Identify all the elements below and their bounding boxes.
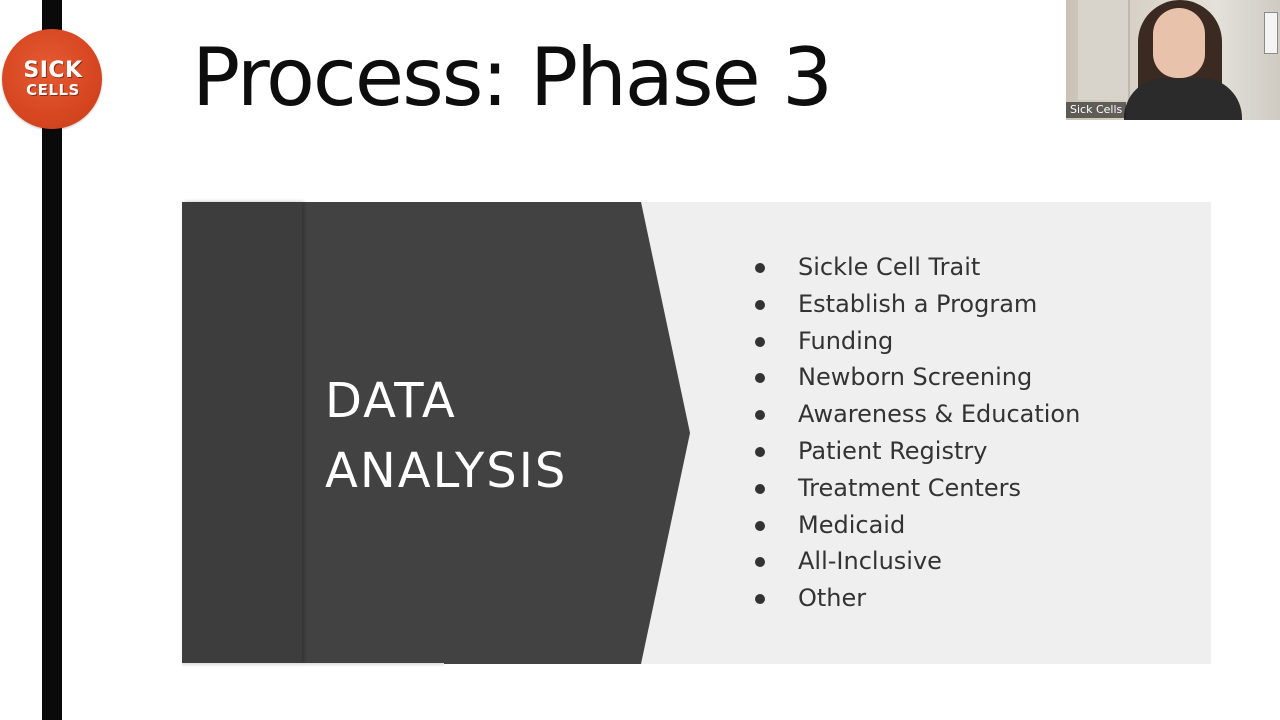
bullet-list: Sickle Cell Trait Establish a Program Fu… xyxy=(752,249,1080,617)
section-panel-edge xyxy=(182,202,302,664)
logo-line-1: SICK xyxy=(23,58,83,83)
section-heading-line-1: DATA xyxy=(325,373,457,429)
bullet-text: Awareness & Education xyxy=(798,400,1081,429)
video-background-door xyxy=(1078,0,1130,100)
participant-video-tile[interactable]: Sick Cells xyxy=(1066,0,1280,120)
bullet-item: Funding xyxy=(752,323,1080,360)
bullet-text: Establish a Program xyxy=(798,289,1038,318)
bullet-item: Awareness & Education xyxy=(752,396,1080,433)
participant-body xyxy=(1124,78,1242,120)
panel-shadow xyxy=(182,663,444,667)
bullet-item: All-Inclusive xyxy=(752,543,1080,580)
left-accent-bar xyxy=(42,0,62,720)
bullet-item: Other xyxy=(752,580,1080,617)
bullet-text: Sickle Cell Trait xyxy=(798,253,981,281)
bullet-item: Newborn Screening xyxy=(752,359,1080,396)
participant-name-label: Sick Cells xyxy=(1066,102,1127,118)
bullet-dot-icon xyxy=(755,446,765,457)
sick-cells-logo: SICK CELLS xyxy=(2,29,102,129)
bullet-dot-icon xyxy=(755,410,765,421)
bullet-text: All-Inclusive xyxy=(798,547,942,576)
bullet-text: Newborn Screening xyxy=(798,363,1033,392)
bullet-item: Medicaid xyxy=(752,507,1080,544)
bullet-text: Other xyxy=(798,584,867,613)
bullet-text: Patient Registry xyxy=(798,436,988,465)
bullet-item: Treatment Centers xyxy=(752,470,1080,507)
video-background-frame xyxy=(1264,12,1278,54)
bullet-dot-icon xyxy=(755,336,765,347)
bullet-dot-icon xyxy=(755,373,765,384)
bullet-text: Medicaid xyxy=(798,510,906,539)
bullet-dot-icon xyxy=(755,557,765,568)
bullet-item: Patient Registry xyxy=(752,433,1080,470)
bullet-text: Funding xyxy=(798,326,894,355)
bullet-dot-icon xyxy=(755,594,765,605)
bullet-item: Sickle Cell Trait xyxy=(752,249,1080,286)
slide-title: Process: Phase 3 xyxy=(192,31,833,124)
bullet-dot-icon xyxy=(755,520,765,531)
bullet-dot-icon xyxy=(755,299,765,310)
bullet-item: Establish a Program xyxy=(752,286,1080,323)
section-heading-line-2: ANALYSIS xyxy=(325,443,568,499)
section-heading: DATA ANALYSIS xyxy=(325,366,645,506)
bullet-dot-icon xyxy=(755,263,765,273)
bullet-text: Treatment Centers xyxy=(798,473,1022,502)
logo-line-2: CELLS xyxy=(26,81,80,99)
bullet-dot-icon xyxy=(755,483,765,494)
participant-face xyxy=(1153,8,1205,78)
